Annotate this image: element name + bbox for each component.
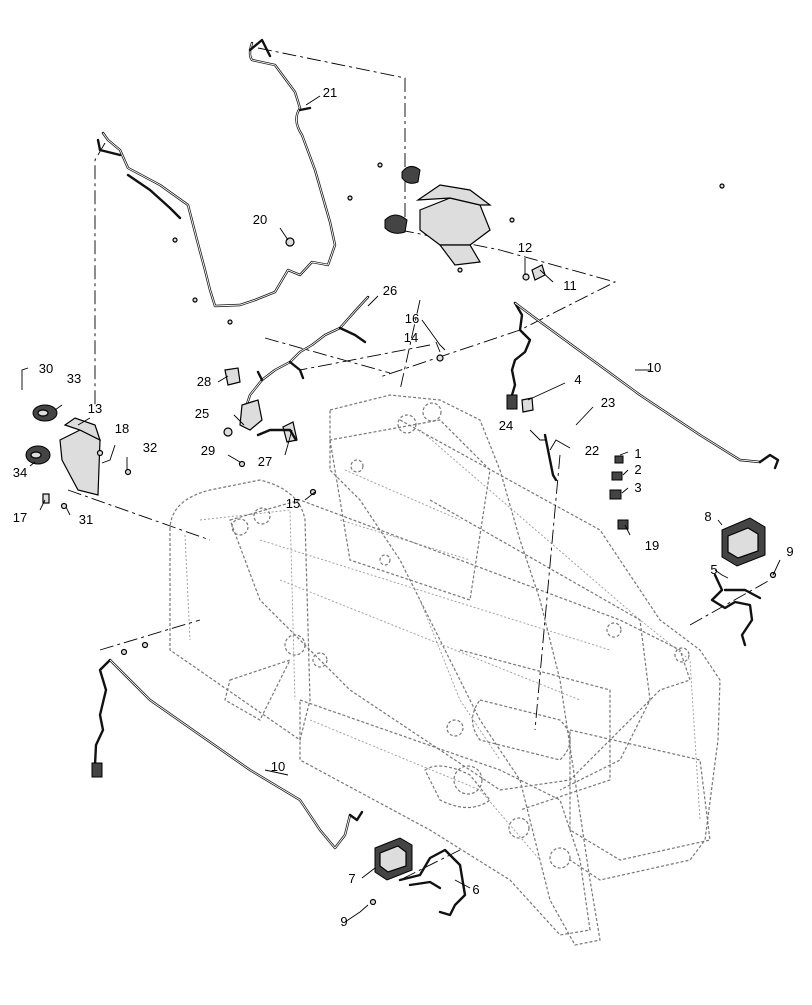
callout-20: 20 — [253, 212, 267, 227]
callout-24: 24 — [499, 418, 513, 433]
phantom-lines — [67, 47, 771, 881]
callout-10-right: 10 — [647, 360, 661, 375]
callout-16: 16 — [405, 311, 419, 326]
callout-3: 3 — [634, 480, 641, 495]
callout-29: 29 — [201, 443, 215, 458]
callout-10-left: 10 — [271, 759, 285, 774]
left-tail-light-assembly — [25, 404, 102, 504]
loader-frame-outline — [169, 394, 721, 946]
callout-27: 27 — [258, 454, 272, 469]
callout-13: 13 — [88, 401, 102, 416]
callout-8: 8 — [704, 509, 711, 524]
small-parts — [60, 162, 777, 906]
right-harness-10 — [506, 301, 780, 470]
callout-17: 17 — [13, 510, 27, 525]
leader-lines — [21, 95, 781, 923]
callout-34: 34 — [13, 465, 27, 480]
callout-21: 21 — [323, 85, 337, 100]
work-lights — [374, 517, 766, 881]
callout-28: 28 — [197, 374, 211, 389]
callout-9-bottom: 9 — [340, 914, 347, 929]
callout-30: 30 — [39, 361, 53, 376]
callout-2: 2 — [634, 462, 641, 477]
callout-5: 5 — [710, 562, 717, 577]
callout-9-top: 9 — [786, 544, 793, 559]
main-wire-harness — [96, 38, 337, 308]
callout-4: 4 — [574, 372, 581, 387]
callout-11: 11 — [563, 278, 577, 293]
callout-7: 7 — [348, 871, 355, 886]
callout-6: 6 — [472, 882, 479, 897]
callout-26: 26 — [383, 283, 397, 298]
console-brackets — [384, 166, 492, 266]
light-brackets — [398, 573, 762, 917]
callout-31: 31 — [79, 512, 93, 527]
callout-22: 22 — [585, 443, 599, 458]
callout-labels: 1 2 3 4 5 6 7 8 9 9 10 10 11 12 13 14 15… — [13, 85, 794, 929]
callout-15: 15 — [286, 496, 300, 511]
callout-12: 12 — [518, 240, 532, 255]
callout-19: 19 — [645, 538, 659, 553]
left-harness-10 — [91, 658, 364, 850]
callout-23: 23 — [601, 395, 615, 410]
callout-18: 18 — [115, 421, 129, 436]
callout-14: 14 — [404, 330, 418, 345]
callout-33: 33 — [67, 371, 81, 386]
rear-wire-harness — [243, 295, 370, 412]
callout-25: 25 — [195, 406, 209, 421]
callout-32: 32 — [143, 440, 157, 455]
callout-1: 1 — [634, 446, 641, 461]
